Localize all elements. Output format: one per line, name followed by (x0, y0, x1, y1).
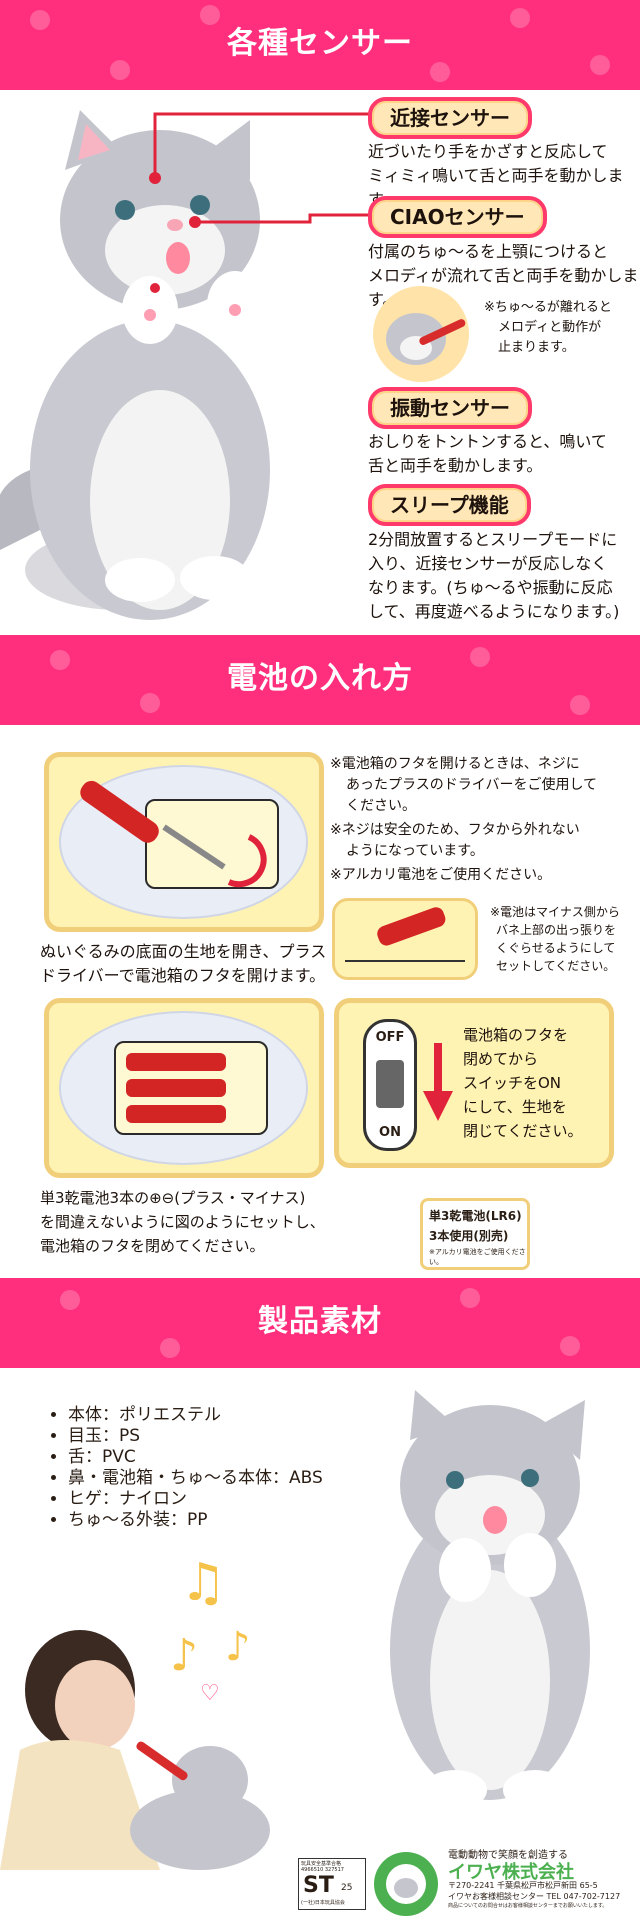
step2-text-3: 電池箱のフタを閉めてください。 (40, 1237, 265, 1255)
sleep-desc-4: して、再度遊べるようになります。) (368, 602, 620, 621)
spring-note-3: くぐらせるようにして (496, 941, 616, 955)
cat-pattern (30, 5, 610, 82)
battery-spec-1: 単3乾電池(LR6) (429, 1209, 522, 1223)
vibration-sensor-label: 振動センサー (368, 387, 532, 429)
ciao-note-2: メロディと動作が (498, 320, 602, 335)
company-logo: イワヤ株式会社 (448, 1862, 574, 1883)
ciao-note-1: ※ちゅ～るが離れると (484, 300, 612, 315)
battery-note-3: ください。 (346, 798, 416, 814)
cat-pattern (50, 647, 590, 715)
vibration-desc-2: 舌と両手を動かします。 (368, 456, 543, 475)
battery-spec-3: ※アルカリ電池をご使用ください。 (429, 1248, 526, 1266)
material-item: 目玉：PS (68, 1426, 323, 1447)
switch-note-2: 閉めてから (463, 1050, 539, 1068)
materials-title: 製品素材 (258, 1304, 382, 1339)
ciao-sensor-label: CIAOセンサー (368, 196, 547, 238)
material-item: 舌：PVC (68, 1447, 323, 1468)
cat-pattern (60, 1288, 580, 1358)
callout-lines (149, 112, 370, 228)
step1-text-2: ドライバーで電池箱のフタを開けます。 (40, 966, 326, 985)
materials-list: 本体：ポリエステル 目玉：PS 舌：PVC 鼻・電池箱・ちゅ～る本体：ABS ヒ… (50, 1405, 323, 1531)
st-number: 25 (341, 1883, 353, 1893)
battery-title: 電池の入れ方 (227, 661, 413, 696)
sleep-desc-1: 2分間放置するとスリープモードに (368, 530, 618, 549)
battery-banner: 電池の入れ方 (0, 635, 640, 725)
cat-plush-image-2 (390, 1390, 590, 1810)
material-item: 本体：ポリエステル (68, 1405, 323, 1426)
spring-diagram (332, 898, 478, 980)
ciao-treat-photo (373, 286, 469, 382)
girl-with-cat-photo: ♫ ♪ ♪ ♡ (0, 1553, 270, 1870)
iwaya-badge-icon (374, 1852, 438, 1916)
battery-step1-panel (44, 752, 324, 932)
switch-off-label: OFF (375, 1030, 405, 1045)
battery-cell-1 (126, 1053, 226, 1071)
battery-note-2: あったプラスのドライバーをご使用して (346, 777, 598, 793)
st-code: 4966510 327517 (301, 1867, 344, 1873)
ciao-desc-1: 付属のちゅ～るを上顎につけると (368, 242, 609, 261)
st-mark: 玩具安全基準合格 4966510 327517 ST 25 (一社)日本玩具協会 (298, 1858, 366, 1910)
step2-text-1: 単3乾電池3本の⊕⊖(プラス・マイナス) (40, 1189, 306, 1207)
battery-note-5: ようになっています。 (346, 843, 484, 859)
battery-spec-box: 単3乾電池(LR6) 3本使用(別売) ※アルカリ電池をご使用ください。 (420, 1198, 530, 1270)
sleep-desc-2: 入り、近接センサーが反応しなく (368, 554, 608, 573)
sleep-function-label: スリープ機能 (368, 484, 531, 526)
battery-cell-2 (126, 1079, 226, 1097)
arrow-down-icon (423, 1043, 453, 1121)
switch-on-label: ON (379, 1125, 401, 1140)
spring-note-4: セットしてください。 (496, 959, 616, 973)
st-logo: ST (303, 1873, 334, 1898)
switch-note-3: スイッチをON (463, 1074, 562, 1092)
proximity-desc-1: 近づいたり手をかざすと反応して (368, 142, 608, 161)
sensors-title: 各種センサー (227, 26, 413, 61)
sleep-desc-3: なります。(ちゅ～るや振動に反応 (368, 578, 613, 597)
heart-icon: ♡ (200, 1681, 220, 1706)
step2-text-2: を間違えないように図のようにセットし、 (40, 1213, 325, 1231)
footer-tagline: 電動動物で笑顔を創造する (448, 1850, 568, 1861)
switch-panel: OFF ON 電池箱のフタを 閉めてから スイッチをON にして、生地を 閉じて… (334, 998, 614, 1168)
vibration-desc-1: おしりをトントンすると、鳴いて (368, 432, 607, 451)
battery-note-4: ※ネジは安全のため、フタから外れない (330, 822, 580, 838)
material-item: ちゅ～る外装：PP (68, 1510, 323, 1531)
ciao-desc-2: メロディが流れて舌と両手を動かします。 (368, 266, 639, 309)
battery-spec-2: 3本使用(別売) (429, 1229, 509, 1243)
battery-compartment (114, 1041, 268, 1135)
music-note-icon: ♪ (225, 1624, 251, 1670)
company-tel: イワヤお客様相談センター TEL 047-702-7127 (448, 1892, 621, 1901)
battery-step2-panel (44, 998, 324, 1178)
material-item: ヒゲ：ナイロン (68, 1489, 323, 1510)
switch-note-1: 電池箱のフタを (463, 1026, 569, 1044)
switch-note-5: 閉じてください。 (463, 1122, 583, 1140)
company-fine-print: 商品についてのお問合せはお客様相談センターまでお願いいたします。 (448, 1903, 608, 1909)
switch-knob (376, 1060, 404, 1108)
battery-cell-3 (126, 1105, 226, 1123)
screwdriver-icon (80, 780, 267, 888)
battery-note-1: ※電池箱のフタを開けるときは、ネジに (330, 756, 580, 772)
sensors-banner: 各種センサー (0, 0, 640, 90)
music-note-icon: ♫ (180, 1553, 227, 1613)
materials-banner: 製品素材 (0, 1278, 640, 1368)
proximity-sensor-label: 近接センサー (368, 97, 532, 139)
power-switch: OFF ON (363, 1019, 417, 1151)
st-top: 玩具安全基準合格 (301, 1861, 342, 1867)
spring-note-2: バネ上部の出っ張りを (496, 923, 617, 937)
company-address: 〒270-2241 千葉県松戸市松戸新田 65-5 (448, 1881, 598, 1890)
music-note-icon: ♪ (170, 1630, 198, 1681)
st-org: (一社)日本玩具協会 (301, 1900, 345, 1906)
spring-note-1: ※電池はマイナス側から (490, 905, 620, 919)
battery-insert-icon (345, 907, 465, 962)
material-item: 鼻・電池箱・ちゅ～る本体：ABS (68, 1468, 323, 1489)
step1-text-1: ぬいぐるみの底面の生地を開き、プラス (40, 942, 327, 961)
ciao-note-3: 止まります。 (498, 340, 575, 355)
switch-note-4: にして、生地を (463, 1098, 567, 1116)
battery-note-6: ※アルカリ電池をご使用ください。 (330, 867, 552, 883)
